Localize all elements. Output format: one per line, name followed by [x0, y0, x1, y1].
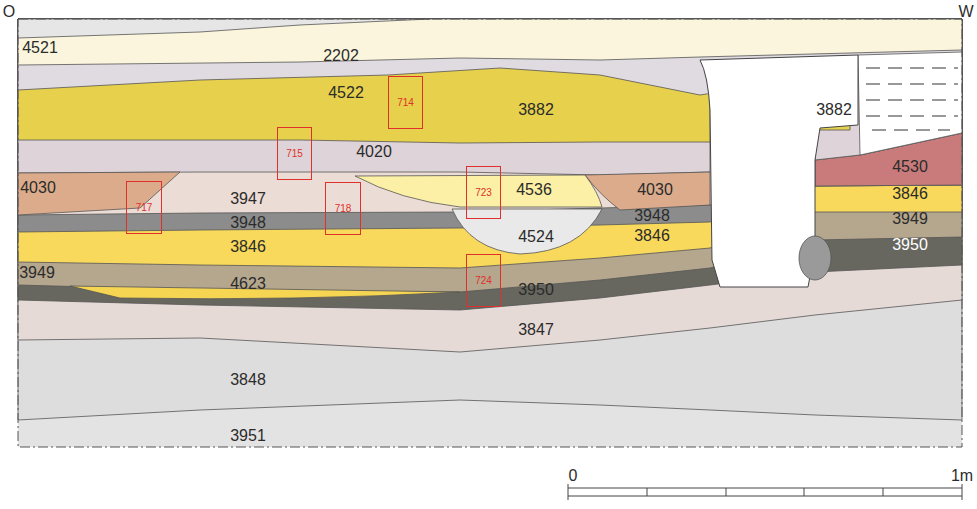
layer-number: 3882 — [518, 102, 554, 118]
orientation-label: O — [3, 4, 15, 20]
layer-number: 3846 — [230, 239, 266, 255]
sample-number: 723 — [475, 188, 492, 198]
sample-number: 717 — [136, 203, 153, 213]
layer-number: 2202 — [323, 48, 359, 64]
layer-number: 3848 — [230, 372, 266, 388]
layer-number: 4030 — [637, 182, 673, 198]
sample-box: 715 — [277, 127, 312, 180]
layer-number: 3846 — [634, 228, 670, 244]
layer-number: 4030 — [20, 180, 56, 196]
scale-label: 1m — [951, 468, 973, 484]
sample-box: 718 — [325, 182, 361, 235]
sample-box: 724 — [466, 254, 501, 307]
layer-number: 3847 — [518, 322, 554, 338]
layer-number: 4020 — [356, 144, 392, 160]
layer-number: 3948 — [634, 208, 670, 224]
layer-number: 4524 — [518, 229, 554, 245]
layer-number: 4522 — [328, 85, 364, 101]
layer-number: 3846 — [892, 186, 928, 202]
layer-number: 3948 — [230, 215, 266, 231]
sample-number: 724 — [475, 276, 492, 286]
layer-number: 3882 — [816, 102, 852, 118]
layer-number: 3951 — [230, 428, 266, 444]
layer-number: 3950 — [518, 282, 554, 298]
layer-number: 3947 — [230, 191, 266, 207]
sample-box: 717 — [126, 181, 162, 234]
scale-label: 0 — [569, 468, 578, 484]
layer-number: 4521 — [22, 40, 58, 56]
layer-number: 3949 — [19, 265, 55, 281]
sample-box: 714 — [388, 76, 423, 129]
sample-number: 715 — [286, 149, 303, 159]
sample-number: 714 — [397, 98, 414, 108]
layer-number: 4530 — [892, 159, 928, 175]
layer-number: 3949 — [892, 211, 928, 227]
sample-number: 718 — [335, 204, 352, 214]
orientation-label: W — [958, 4, 973, 20]
sample-box: 723 — [466, 166, 501, 219]
layer-number: 3950 — [892, 237, 928, 253]
layer-number: 4536 — [516, 182, 552, 198]
layer-number: 4623 — [230, 276, 266, 292]
